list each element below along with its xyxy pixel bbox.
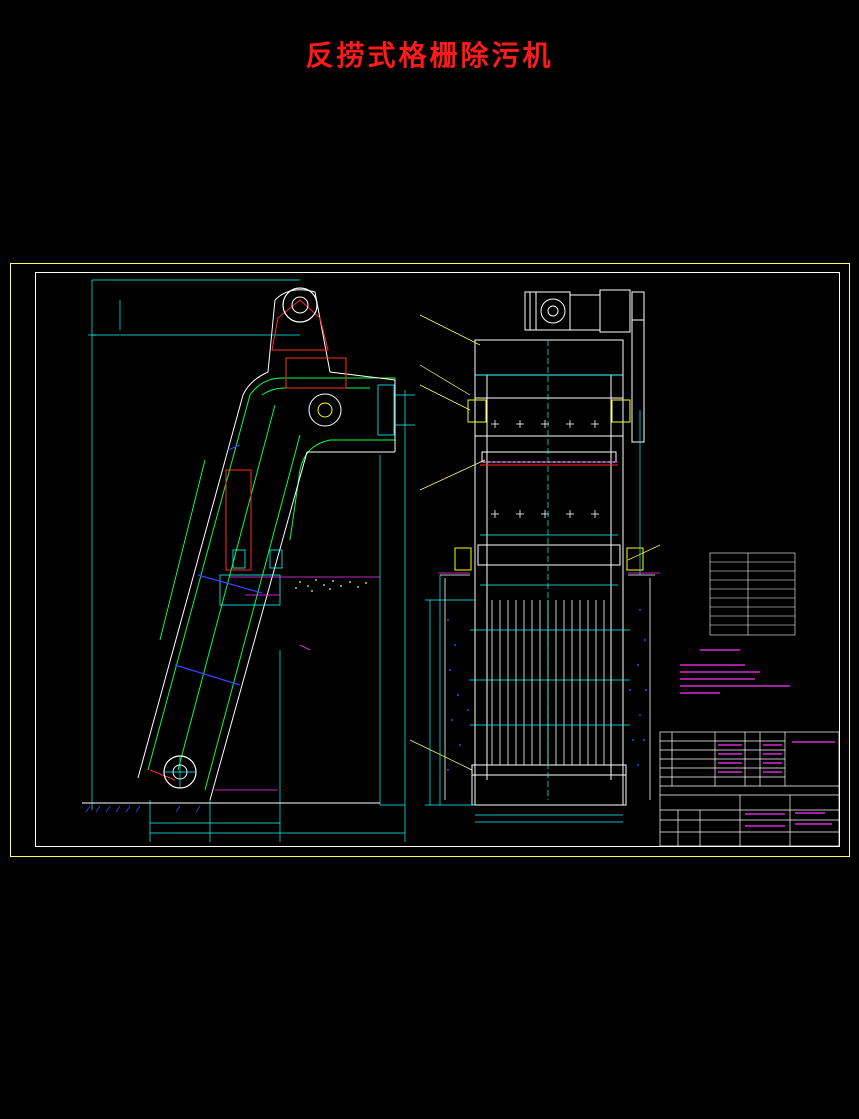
motor-icon <box>524 291 571 331</box>
front-frame <box>471 339 627 806</box>
bearing-icon <box>163 755 197 789</box>
gear-reducer-icon <box>569 289 645 443</box>
water-level <box>215 576 380 791</box>
side-dimension-lines <box>88 279 406 842</box>
drive-arm <box>149 299 347 781</box>
title-block-text-marks <box>718 741 835 827</box>
sprocket-icon <box>282 287 342 427</box>
grating-horizontals <box>470 629 630 726</box>
inclined-frame <box>147 377 396 791</box>
bracket-bolts <box>219 384 415 606</box>
front-dimension-lines <box>425 340 641 823</box>
debris <box>295 579 367 592</box>
grating-bars <box>491 600 605 765</box>
channel-walls <box>440 574 655 800</box>
leader-lines <box>409 314 661 771</box>
sheet-border <box>10 263 850 857</box>
channel-dots <box>447 609 647 771</box>
drawing-title: 反捞式格栅除污机 <box>305 39 554 72</box>
side-view <box>82 279 415 842</box>
title-block <box>659 731 840 847</box>
parameter-table <box>709 552 796 636</box>
front-view <box>409 289 661 823</box>
technical-notes <box>680 649 790 694</box>
frame-outline <box>137 289 396 801</box>
rake-teeth <box>174 444 263 686</box>
ground-hatch <box>85 805 201 813</box>
bearing-blocks <box>454 399 644 571</box>
cross-markers <box>491 420 599 518</box>
